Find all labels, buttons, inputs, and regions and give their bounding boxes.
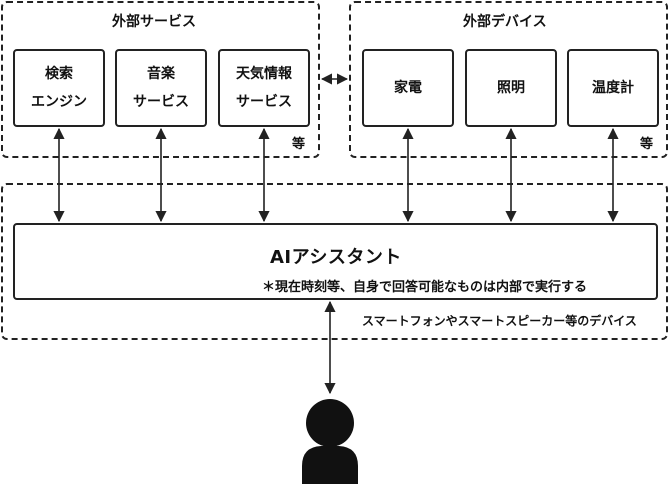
user-icon	[302, 399, 358, 484]
ai-assistant-box	[13, 223, 658, 300]
service-box-music: 音楽 サービス	[115, 49, 207, 127]
service-box-search-engine: 検索 エンジン	[13, 49, 105, 127]
device-box-appliance: 家電	[362, 49, 454, 127]
service-label-line1: 音楽	[147, 66, 175, 82]
device-caption: スマートフォンやスマートスピーカー等のデバイス	[362, 314, 637, 328]
service-label-line2: サービス	[133, 94, 189, 110]
device-label: 温度計	[592, 80, 634, 96]
service-label-line2: エンジン	[31, 94, 87, 110]
external-services-title: 外部サービス	[112, 14, 196, 30]
ai-assistant-note: ＊現在時刻等、自身で回答可能なものは内部で実行する	[262, 280, 588, 295]
devices-etc-label: 等	[640, 137, 654, 152]
ai-assistant-title: AIアシスタント	[270, 247, 402, 268]
external-devices-title: 外部デバイス	[463, 14, 547, 30]
service-label-line1: 天気情報	[236, 66, 292, 82]
service-label-line1: 検索	[45, 66, 73, 82]
device-box-lighting: 照明	[465, 49, 557, 127]
device-label: 照明	[497, 80, 525, 96]
service-label-line2: サービス	[236, 94, 292, 110]
services-etc-label: 等	[292, 137, 306, 152]
service-box-weather: 天気情報 サービス	[218, 49, 310, 127]
device-box-thermometer: 温度計	[567, 49, 659, 127]
device-label: 家電	[394, 80, 422, 96]
